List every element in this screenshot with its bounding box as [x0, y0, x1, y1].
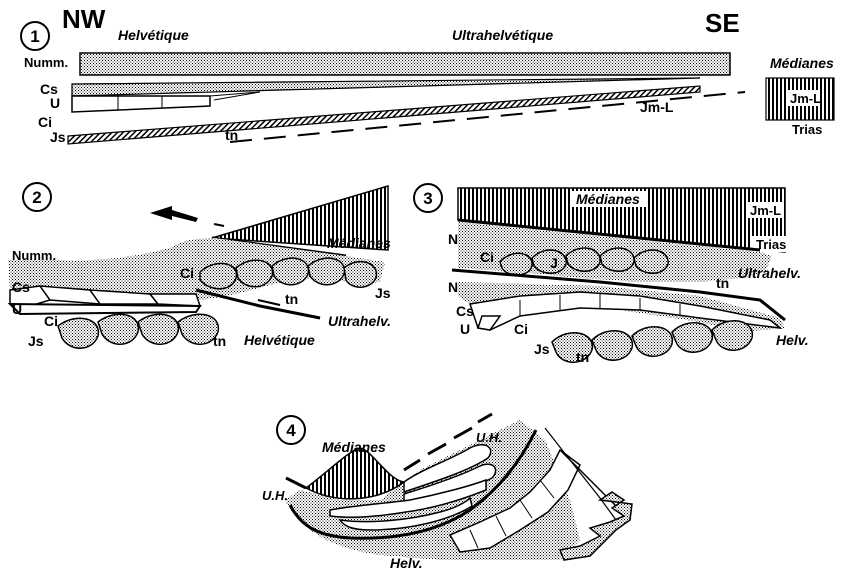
helvetic-folds [57, 313, 220, 349]
medianes-lens [304, 447, 406, 500]
medianes-wedge [211, 184, 389, 251]
ultrahelvetic-folds-panel4 [329, 444, 497, 531]
j-label-panel3: J [550, 255, 558, 271]
u-label-panel3: U [460, 321, 470, 337]
panel-2-number: 2 [32, 188, 41, 207]
n-upper-label-panel3: N [448, 231, 458, 247]
ci-lower-label-panel3: Ci [514, 321, 528, 337]
panel-1-circle [20, 21, 50, 51]
helvetique-label-panel2: Helvétique [244, 332, 315, 348]
legend-medianes-title: Médianes [770, 55, 834, 71]
jml-label: Jm-L [640, 99, 674, 115]
tn-label: tn [225, 127, 238, 143]
legend-trias-label: Trias [792, 122, 822, 137]
panel-3-number: 3 [423, 189, 432, 208]
se-label: SE [705, 8, 740, 38]
js-label: Js [50, 129, 66, 145]
zigzag-fold-panel4 [558, 491, 633, 561]
cs-label-panel3: Cs [456, 303, 474, 319]
jml-label-panel3: Jm-L [750, 203, 781, 218]
tn-upper-label-panel3: tn [716, 275, 729, 291]
panel-2: 2 Numm. [7, 182, 391, 349]
n-lower-label-panel3: N [448, 279, 458, 295]
medianes-label-panel4: Médianes [322, 439, 386, 455]
panel-3: 3 [413, 183, 809, 365]
helvetic-folds-panel3 [551, 320, 753, 363]
u-label-panel2: U [12, 301, 22, 317]
ci-lower-label-panel2: Ci [44, 313, 58, 329]
cs-label: Cs [40, 81, 58, 97]
ultrahelvetic-folds [199, 257, 378, 290]
jurassic-layer [67, 85, 701, 145]
medianes-label-panel2: Médianes [327, 235, 391, 251]
panel-1: 1 NW SE Helvétique Ultrahelvétique Numm.… [20, 4, 835, 145]
helv-label-panel3: Helv. [776, 332, 809, 348]
ultrahelv-label-panel2: Ultrahelv. [328, 313, 391, 329]
uh-right-label-panel4: U.H. [476, 430, 502, 445]
legend-jml-label: Jm-L [790, 91, 821, 106]
helvetic-blocks-panel4 [448, 448, 581, 553]
ci-upper-label-panel2: Ci [180, 265, 194, 281]
cs-label-panel2: Cs [12, 279, 30, 295]
uh-left-label-panel4: U.H. [262, 488, 288, 503]
helv-label-panel4: Helv. [390, 555, 423, 571]
js-lower-label-panel2: Js [28, 333, 44, 349]
js-upper-label-panel2: Js [375, 285, 391, 301]
ultrahelvetique-label: Ultrahelvétique [452, 27, 553, 43]
panel-2-circle [22, 182, 52, 212]
ultrahelv-label-panel3: Ultrahelv. [738, 265, 801, 281]
tn-lower-label-panel3: tn [576, 349, 589, 365]
ci-upper-label-panel3: Ci [480, 249, 494, 265]
urgonian-layer [71, 95, 211, 113]
numm-label-panel2: Numm. [12, 248, 56, 263]
u-label: U [50, 95, 60, 111]
nummulitic-layer [79, 52, 731, 76]
trias-label-panel3: Trias [756, 237, 786, 252]
nw-label: NW [62, 4, 106, 34]
movement-arrow-icon [150, 206, 198, 222]
numm-label: Numm. [24, 55, 68, 70]
medianes-label-panel3: Médianes [576, 191, 640, 207]
urgonian-layer-panel2 [7, 302, 202, 316]
panel-3-circle [413, 183, 443, 213]
medianes-dashed-line [229, 91, 746, 143]
panel-4-number: 4 [286, 421, 296, 440]
tn-lower-label-panel2: tn [213, 333, 226, 349]
helvetique-label: Helvétique [118, 27, 189, 43]
cretaceous-wedge [71, 77, 701, 97]
panel-4: 4 Médianes U. [262, 412, 633, 571]
panel-1-number: 1 [30, 27, 39, 46]
js-label-panel3: Js [534, 341, 550, 357]
ci-label: Ci [38, 114, 52, 130]
tn-upper-label-panel2: tn [285, 291, 298, 307]
numm-cover-panel2 [8, 238, 385, 300]
panel-4-circle [276, 415, 306, 445]
